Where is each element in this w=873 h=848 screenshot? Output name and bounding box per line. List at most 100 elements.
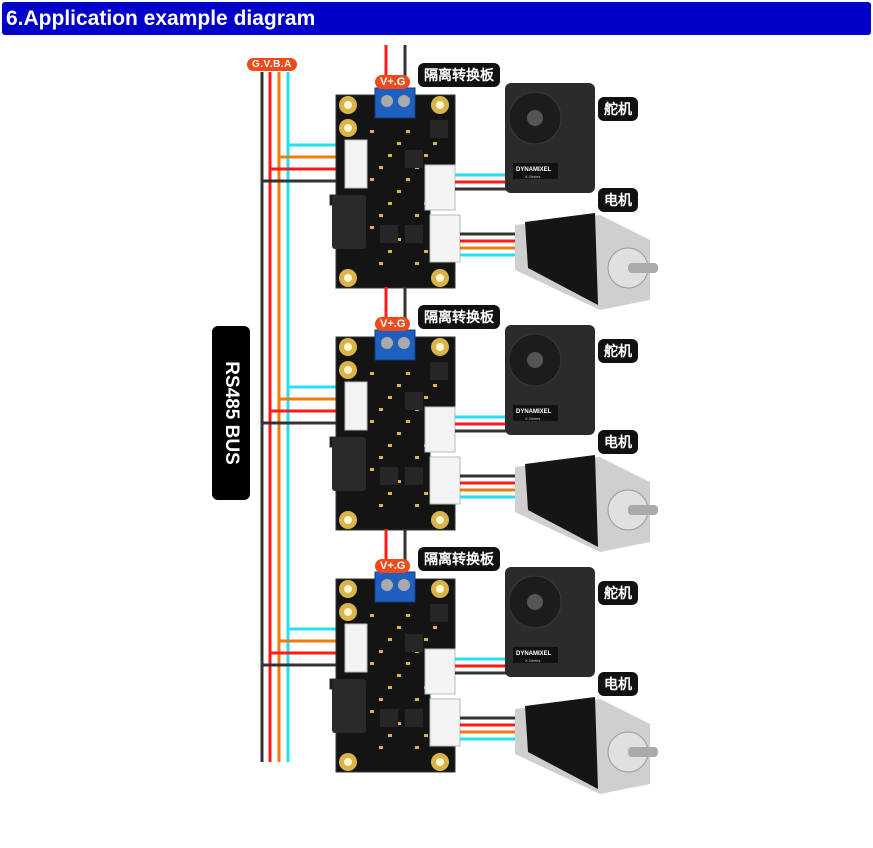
- smd-pad: [415, 746, 419, 749]
- mounting-hole-center: [344, 608, 352, 616]
- smd-pad: [379, 698, 383, 701]
- ic-chip: [430, 604, 448, 622]
- screw: [398, 95, 410, 107]
- smd-pad: [370, 468, 374, 471]
- smd-pad: [370, 226, 374, 229]
- mounting-hole-center: [344, 366, 352, 374]
- smd-pad: [379, 262, 383, 265]
- ic-chip: [405, 225, 423, 243]
- smd-pad: [388, 444, 392, 447]
- smd-pad: [370, 614, 374, 617]
- smd-pad: [379, 650, 383, 653]
- screw: [381, 95, 393, 107]
- mounting-hole-center: [436, 758, 444, 766]
- smd-pad: [406, 614, 410, 617]
- ic-chip: [405, 392, 423, 410]
- smd-pad: [397, 674, 401, 677]
- servo-series-text: X-Series: [525, 416, 540, 421]
- motor-connector: [429, 456, 461, 505]
- motor-connector: [429, 698, 461, 747]
- power-label: V+.G: [375, 75, 411, 89]
- motor-connector: [429, 214, 461, 263]
- smd-pad: [379, 408, 383, 411]
- smd-pad: [397, 238, 401, 241]
- mounting-hole-center: [344, 274, 352, 282]
- servo-badge: [513, 647, 558, 663]
- smd-pad: [379, 214, 383, 217]
- smd-pad: [415, 262, 419, 265]
- smd-pad: [415, 214, 419, 217]
- motor-label: 电机: [598, 672, 638, 696]
- smd-pad: [415, 504, 419, 507]
- motor-shaft: [628, 505, 658, 515]
- ic-chip: [405, 634, 423, 652]
- smd-pad: [388, 686, 392, 689]
- smd-pad: [388, 154, 392, 157]
- smd-pad: [370, 130, 374, 133]
- ic-chip: [380, 709, 398, 727]
- smd-pad: [370, 420, 374, 423]
- ic-chip: [430, 362, 448, 380]
- smd-pad: [379, 746, 383, 749]
- smd-pad: [388, 250, 392, 253]
- section-header: 6.Application example diagram: [2, 2, 871, 35]
- smd-pad: [388, 396, 392, 399]
- smd-pad: [406, 662, 410, 665]
- bus-connector: [344, 381, 368, 431]
- screw: [381, 579, 393, 591]
- servo-badge: [513, 405, 558, 421]
- ic-chip: [405, 467, 423, 485]
- smd-pad: [406, 420, 410, 423]
- servo-label: 舵机: [598, 581, 638, 605]
- servo-series-text: X-Series: [525, 658, 540, 663]
- servo-connector: [424, 164, 456, 211]
- board-inductor: [332, 679, 366, 733]
- smd-pad: [379, 456, 383, 459]
- smd-pad: [370, 178, 374, 181]
- smd-pad: [397, 722, 401, 725]
- board-inductor: [332, 195, 366, 249]
- mounting-hole-center: [344, 343, 352, 351]
- ic-chip: [380, 225, 398, 243]
- smd-pad: [424, 492, 428, 495]
- ic-chip: [405, 150, 423, 168]
- bus-connector: [344, 623, 368, 673]
- servo-label: 舵机: [598, 339, 638, 363]
- smd-pad: [388, 492, 392, 495]
- smd-pad: [424, 734, 428, 737]
- motor-shaft: [628, 263, 658, 273]
- screw: [381, 337, 393, 349]
- section-title: 6.Application example diagram: [6, 7, 316, 30]
- motor-label: 电机: [598, 188, 638, 212]
- servo-badge: [513, 163, 558, 179]
- motor-label: 电机: [598, 430, 638, 454]
- smd-pad: [424, 154, 428, 157]
- rs485-bus-label: RS485 BUS: [212, 326, 250, 500]
- motor-shaft: [628, 747, 658, 757]
- board-inductor: [332, 437, 366, 491]
- mounting-hole-center: [344, 758, 352, 766]
- smd-pad: [406, 372, 410, 375]
- smd-pad: [415, 456, 419, 459]
- board-label: 隔离转换板: [418, 63, 500, 87]
- mounting-hole-center: [436, 585, 444, 593]
- smd-pad: [406, 130, 410, 133]
- smd-pad: [397, 432, 401, 435]
- smd-pad: [415, 698, 419, 701]
- power-label: V+.G: [375, 559, 411, 573]
- servo-label: 舵机: [598, 97, 638, 121]
- smd-pad: [424, 250, 428, 253]
- servo-connector: [424, 406, 456, 453]
- smd-pad: [379, 166, 383, 169]
- servo-series-text: X-Series: [525, 174, 540, 179]
- mounting-hole-center: [344, 585, 352, 593]
- mounting-hole-center: [436, 343, 444, 351]
- servo-shaft: [527, 110, 543, 126]
- motor-body: [525, 455, 598, 547]
- servo-brand-text: DYNAMIXEL: [516, 651, 552, 657]
- ic-chip: [380, 467, 398, 485]
- screw: [398, 337, 410, 349]
